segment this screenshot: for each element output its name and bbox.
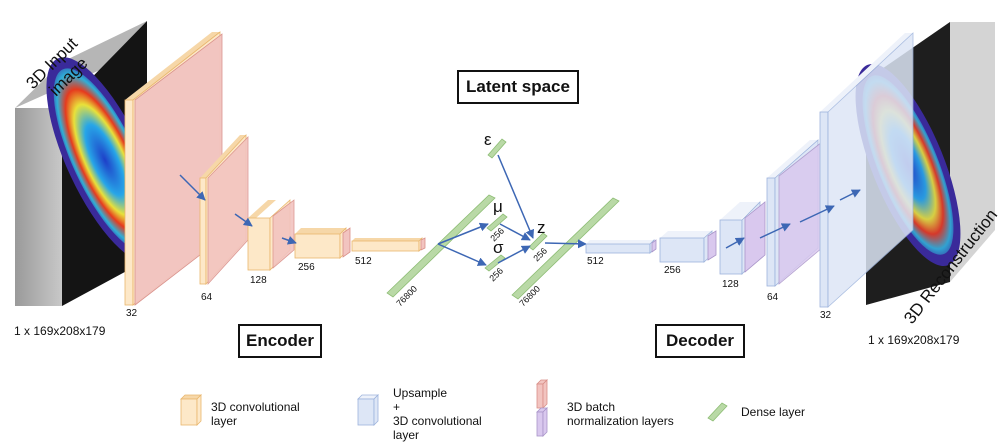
encoder-size-512: 512 xyxy=(355,256,372,267)
dense-layer-mu xyxy=(486,213,508,232)
eps-label: ε xyxy=(484,130,492,149)
decoder-block-64 xyxy=(766,139,823,287)
z-label: z xyxy=(537,218,546,237)
decoder-block-512 xyxy=(585,239,657,254)
encoder-size-128: 128 xyxy=(250,275,267,286)
dense-layer-z xyxy=(528,232,548,251)
decoder-block-128 xyxy=(719,201,766,276)
legend-upsample-line2: + xyxy=(393,400,401,414)
sigma-label: σ xyxy=(493,238,504,257)
latent-arrows xyxy=(437,154,587,266)
decoder-block-256 xyxy=(659,230,717,263)
decoder-title: Decoder xyxy=(655,324,745,358)
encoder-block-64 xyxy=(199,133,249,286)
decoder-arrows xyxy=(725,189,861,249)
encoder-block-128 xyxy=(247,199,295,271)
legend-batchnorm-label: 3D batch normalization layers xyxy=(567,400,674,428)
output-dims: 1 x 169x208x179 xyxy=(868,333,960,347)
encoder-title: Encoder xyxy=(238,324,322,358)
decoder-size-256: 256 xyxy=(664,265,681,276)
encoder-size-32: 32 xyxy=(126,308,138,319)
latent-space-title: Latent space xyxy=(457,70,579,104)
decoder-size-512: 512 xyxy=(587,256,604,267)
encoder-block-256 xyxy=(294,227,351,259)
decoder-block-32 xyxy=(819,32,914,308)
dense-layer-eps xyxy=(487,138,507,159)
legend-swatch-upsample xyxy=(357,394,379,426)
legend-conv-label: 3D convolutional layer xyxy=(211,400,300,428)
decoder-size-32: 32 xyxy=(820,310,832,321)
encoder-arrows xyxy=(179,174,297,245)
mu-label: μ xyxy=(493,197,503,216)
legend-upsample-line1: Upsample xyxy=(393,386,448,400)
input-dims: 1 x 169x208x179 xyxy=(14,324,106,338)
decoder-size-128: 128 xyxy=(722,279,739,290)
dense-layer-right xyxy=(511,197,620,300)
legend-upsample-line3: 3D convolutional layer xyxy=(393,414,482,442)
legend-swatch-batchnorm xyxy=(536,379,548,437)
legend-dense-label: Dense layer xyxy=(741,405,806,419)
legend-swatch-conv xyxy=(180,394,202,426)
decoder-size-64: 64 xyxy=(767,292,779,303)
dense-layer-sigma xyxy=(484,254,506,272)
encoder-size-64: 64 xyxy=(201,292,213,303)
encoder-block-512 xyxy=(351,237,426,252)
legend-upsample-label: Upsample + 3D convolutional layer xyxy=(393,386,503,442)
encoder-size-256: 256 xyxy=(298,262,315,273)
legend-swatch-dense xyxy=(707,402,728,422)
